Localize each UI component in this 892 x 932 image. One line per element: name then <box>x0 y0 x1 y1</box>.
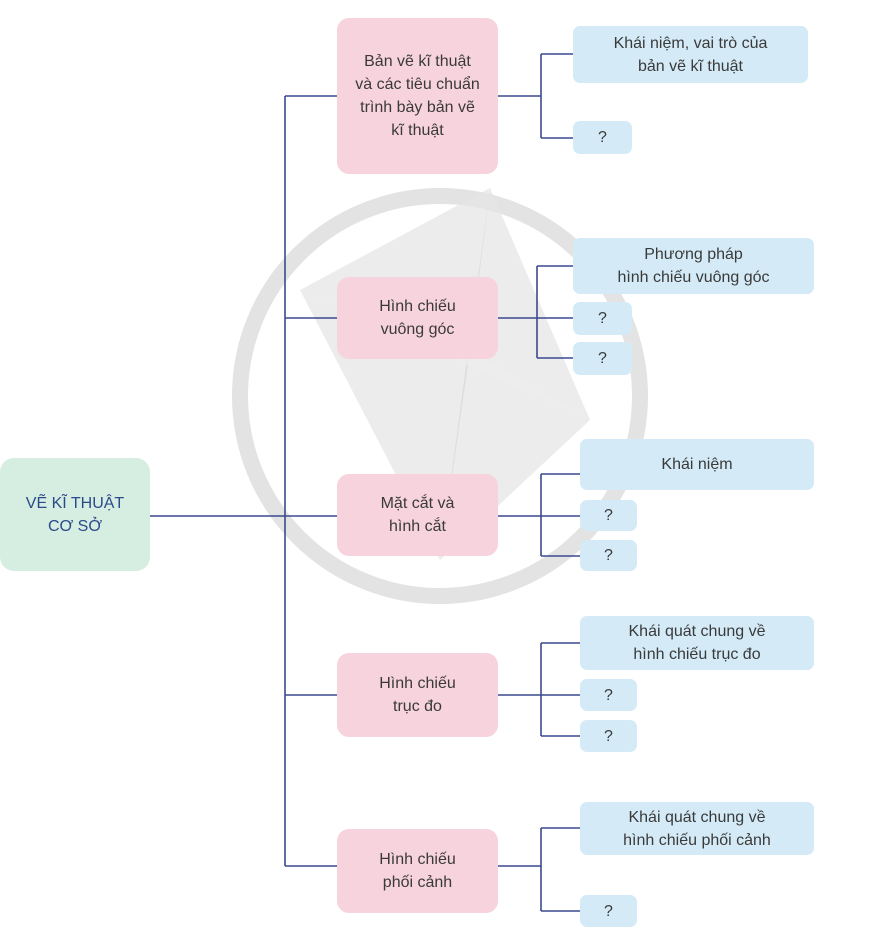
topic-label: Hình chiếu phối cảnh <box>379 851 456 891</box>
topic-label: Hình chiếu trục đo <box>379 675 456 715</box>
leaf-label: Khái niệm <box>661 456 733 473</box>
leaf-label: ? <box>598 310 607 327</box>
leaf-node-question: ? <box>573 121 632 154</box>
root-node: VẼ KĨ THUẬT CƠ SỞ <box>0 458 150 571</box>
leaf-node-question: ? <box>573 342 632 375</box>
leaf-node: Khái quát chung về hình chiếu phối cảnh <box>580 802 814 855</box>
leaf-label: Khái niệm, vai trò của bản vẽ kĩ thuật <box>613 34 768 75</box>
leaf-node: Khái quát chung về hình chiếu trục đo <box>580 616 814 670</box>
topic-node-hinh-chieu-vuong-goc: Hình chiếu vuông góc <box>337 277 498 359</box>
topic-label: Mặt cắt và hình cắt <box>380 495 455 535</box>
leaf-label: ? <box>604 727 613 745</box>
leaf-node-question: ? <box>580 500 637 531</box>
leaf-node: Phương pháp hình chiếu vuông góc <box>573 238 814 294</box>
leaf-node: Khái niệm, vai trò của bản vẽ kĩ thuật <box>573 26 808 83</box>
leaf-node-question: ? <box>580 540 637 571</box>
leaf-label: ? <box>604 547 613 564</box>
topic-node-ban-ve-ki-thuat: Bản vẽ kĩ thuật và các tiêu chuẩn trình … <box>337 18 498 174</box>
leaf-label: ? <box>604 686 613 704</box>
topic-label: Bản vẽ kĩ thuật và các tiêu chuẩn trình … <box>355 53 480 139</box>
leaf-node-question: ? <box>580 679 637 711</box>
leaf-label: ? <box>598 129 607 146</box>
topic-label: Hình chiếu vuông góc <box>379 298 456 338</box>
leaf-label: Phương pháp hình chiếu vuông góc <box>617 246 770 286</box>
leaf-label: ? <box>598 350 607 367</box>
leaf-node-question: ? <box>580 720 637 752</box>
leaf-label: Khái quát chung về hình chiếu phối cảnh <box>623 808 771 849</box>
leaf-node-question: ? <box>573 302 632 335</box>
leaf-label: ? <box>604 902 613 920</box>
leaf-label: Khái quát chung về hình chiếu trục đo <box>628 623 766 663</box>
topic-node-mat-cat-hinh-cat: Mặt cắt và hình cắt <box>337 474 498 556</box>
leaf-node-question: ? <box>580 895 637 927</box>
root-label: VẼ KĨ THUẬT CƠ SỞ <box>25 494 125 535</box>
topic-node-hinh-chieu-truc-do: Hình chiếu trục đo <box>337 653 498 737</box>
leaf-node: Khái niệm <box>580 439 814 490</box>
topic-node-hinh-chieu-phoi-canh: Hình chiếu phối cảnh <box>337 829 498 913</box>
leaf-label: ? <box>604 507 613 524</box>
